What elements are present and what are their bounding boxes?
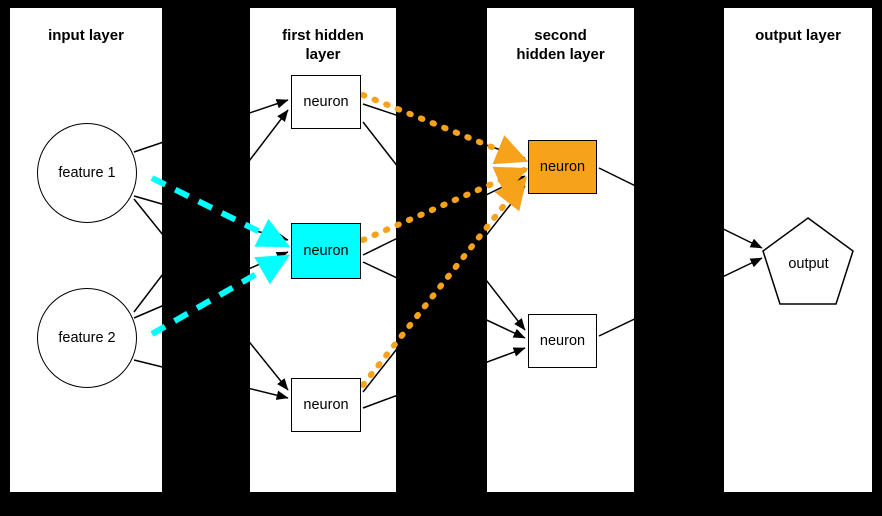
- node-feature-1[interactable]: feature 1: [37, 123, 137, 223]
- node-h1-neuron-1[interactable]: neuron: [291, 75, 361, 129]
- node-label: neuron: [539, 333, 586, 349]
- node-label: feature 1: [58, 165, 116, 181]
- node-output-label-wrap[interactable]: output: [763, 256, 854, 272]
- node-label: feature 2: [58, 330, 116, 346]
- column-title-input-layer: input layer: [10, 26, 162, 45]
- node-label: neuron: [303, 397, 349, 413]
- column-title-line1: output layer: [755, 27, 841, 44]
- column-title-first-hidden-layer: first hidden layer: [250, 26, 396, 64]
- column-output-layer: output layer: [724, 8, 872, 492]
- column-title-line1: input layer: [48, 27, 124, 44]
- node-label: neuron: [303, 94, 349, 110]
- node-label: output: [788, 256, 829, 272]
- node-h1-neuron-3[interactable]: neuron: [291, 378, 361, 432]
- node-h2-neuron-2[interactable]: neuron: [528, 314, 597, 368]
- node-label: neuron: [303, 243, 349, 259]
- column-title-line1: second: [534, 27, 587, 44]
- node-h2-neuron-1[interactable]: neuron: [528, 140, 597, 194]
- column-second-hidden-layer: second hidden layer: [487, 8, 634, 492]
- column-title-line1: first hidden: [282, 27, 364, 44]
- column-title-output-layer: output layer: [724, 26, 872, 45]
- column-title-line2: hidden layer: [516, 46, 605, 63]
- node-h1-neuron-2[interactable]: neuron: [291, 223, 361, 279]
- column-input-layer: input layer: [10, 8, 162, 492]
- node-label: neuron: [539, 159, 586, 175]
- node-feature-2[interactable]: feature 2: [37, 288, 137, 388]
- column-title-line2: layer: [305, 46, 341, 63]
- column-title-second-hidden-layer: second hidden layer: [487, 26, 634, 64]
